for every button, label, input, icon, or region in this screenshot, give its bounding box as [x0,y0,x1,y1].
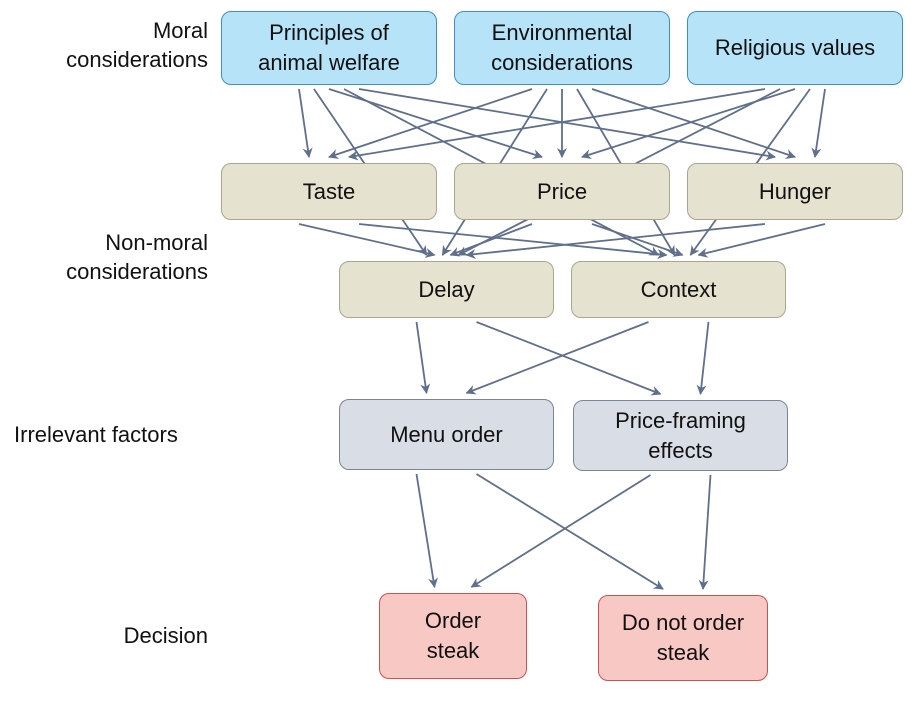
row-label-irrelevant: Irrelevant factors [14,422,178,447]
node-animal-welfare: Principles of animal welfare [221,11,437,85]
node-environmental: Environmental considerations [454,11,670,85]
edge-context-to-price_framing [696,321,710,395]
node-hunger: Hunger [687,163,903,220]
row-label-nonmoral: Non-moral considerations [66,230,208,284]
edge-price-to-delay [449,223,533,257]
edge-religious-to-taste [348,88,766,161]
node-religious-values: Religious values [687,11,903,85]
node-context: Context [571,261,786,318]
edge-price-to-context [591,223,684,257]
node-do-not-order-steak: Do not order steak [598,595,768,681]
node-order-steak: Order steak [379,593,527,679]
edge-environmental-to-hunger [591,88,796,159]
node-price: Price [454,163,670,220]
node-menu-order: Menu order [339,399,554,470]
node-price-framing: Price-framing effects [573,400,788,471]
edge-animal_welfare-to-hunger [358,88,776,161]
edge-delay-to-price_framing [476,321,662,396]
edge-context-to-menu_order [465,321,649,395]
edge-price_framing-to-order_steak [470,474,651,588]
edge-taste-to-context [358,223,668,260]
edge-menu_order-to-do_not_order [476,473,664,590]
edge-animal_welfare-to-taste [298,88,313,158]
edge-menu_order-to-order_steak [415,473,439,588]
edge-price_framing-to-do_not_order [698,474,712,590]
edge-hunger-to-delay [465,223,766,260]
edge-delay-to-menu_order [415,321,431,394]
row-label-decision: Decision [123,623,208,648]
node-delay: Delay [339,261,554,318]
edge-taste-to-delay [298,223,436,258]
edge-environmental-to-taste [328,88,533,159]
edge-religious-to-hunger [811,88,826,158]
row-label-moral: Moral considerations [66,18,208,72]
node-taste: Taste [221,163,437,220]
edge-hunger-to-context [697,223,826,258]
